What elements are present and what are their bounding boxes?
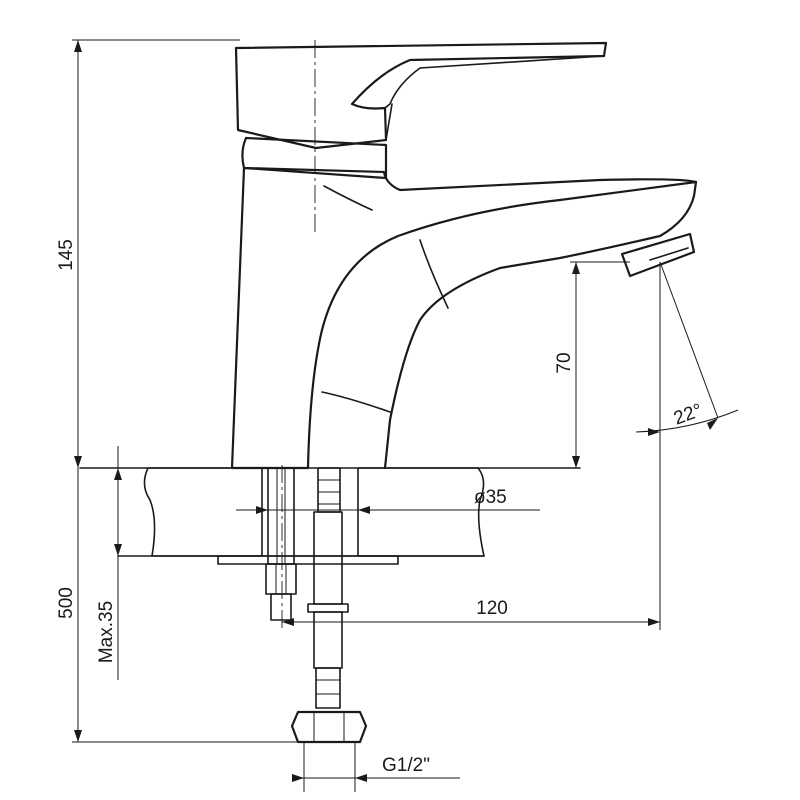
- dimension-lines: [72, 39, 739, 782]
- dim-spout-angle: 22°: [671, 400, 705, 430]
- faucet-body-outline: [230, 166, 698, 470]
- faucet-body: [230, 41, 698, 470]
- dim-thread: G1/2": [382, 755, 430, 776]
- dim-hole-diameter: ø35: [474, 487, 507, 508]
- flexible-hose: [290, 467, 368, 792]
- countertop-section: [79, 467, 581, 565]
- dimension-labels: 145 500 Max.35 70 22° ø35 120 G1/2": [56, 239, 705, 776]
- dim-hose-length: 500: [56, 587, 77, 619]
- dim-spout-reach: 120: [476, 598, 508, 619]
- dim-spout-height: 70: [554, 352, 575, 373]
- mounting-rod: [265, 467, 297, 621]
- dim-max-thickness: Max.35: [96, 601, 117, 663]
- aerator: [620, 232, 696, 278]
- hex-nut: [290, 710, 368, 744]
- center-lines: [281, 40, 316, 628]
- dim-total-height: 145: [56, 239, 77, 271]
